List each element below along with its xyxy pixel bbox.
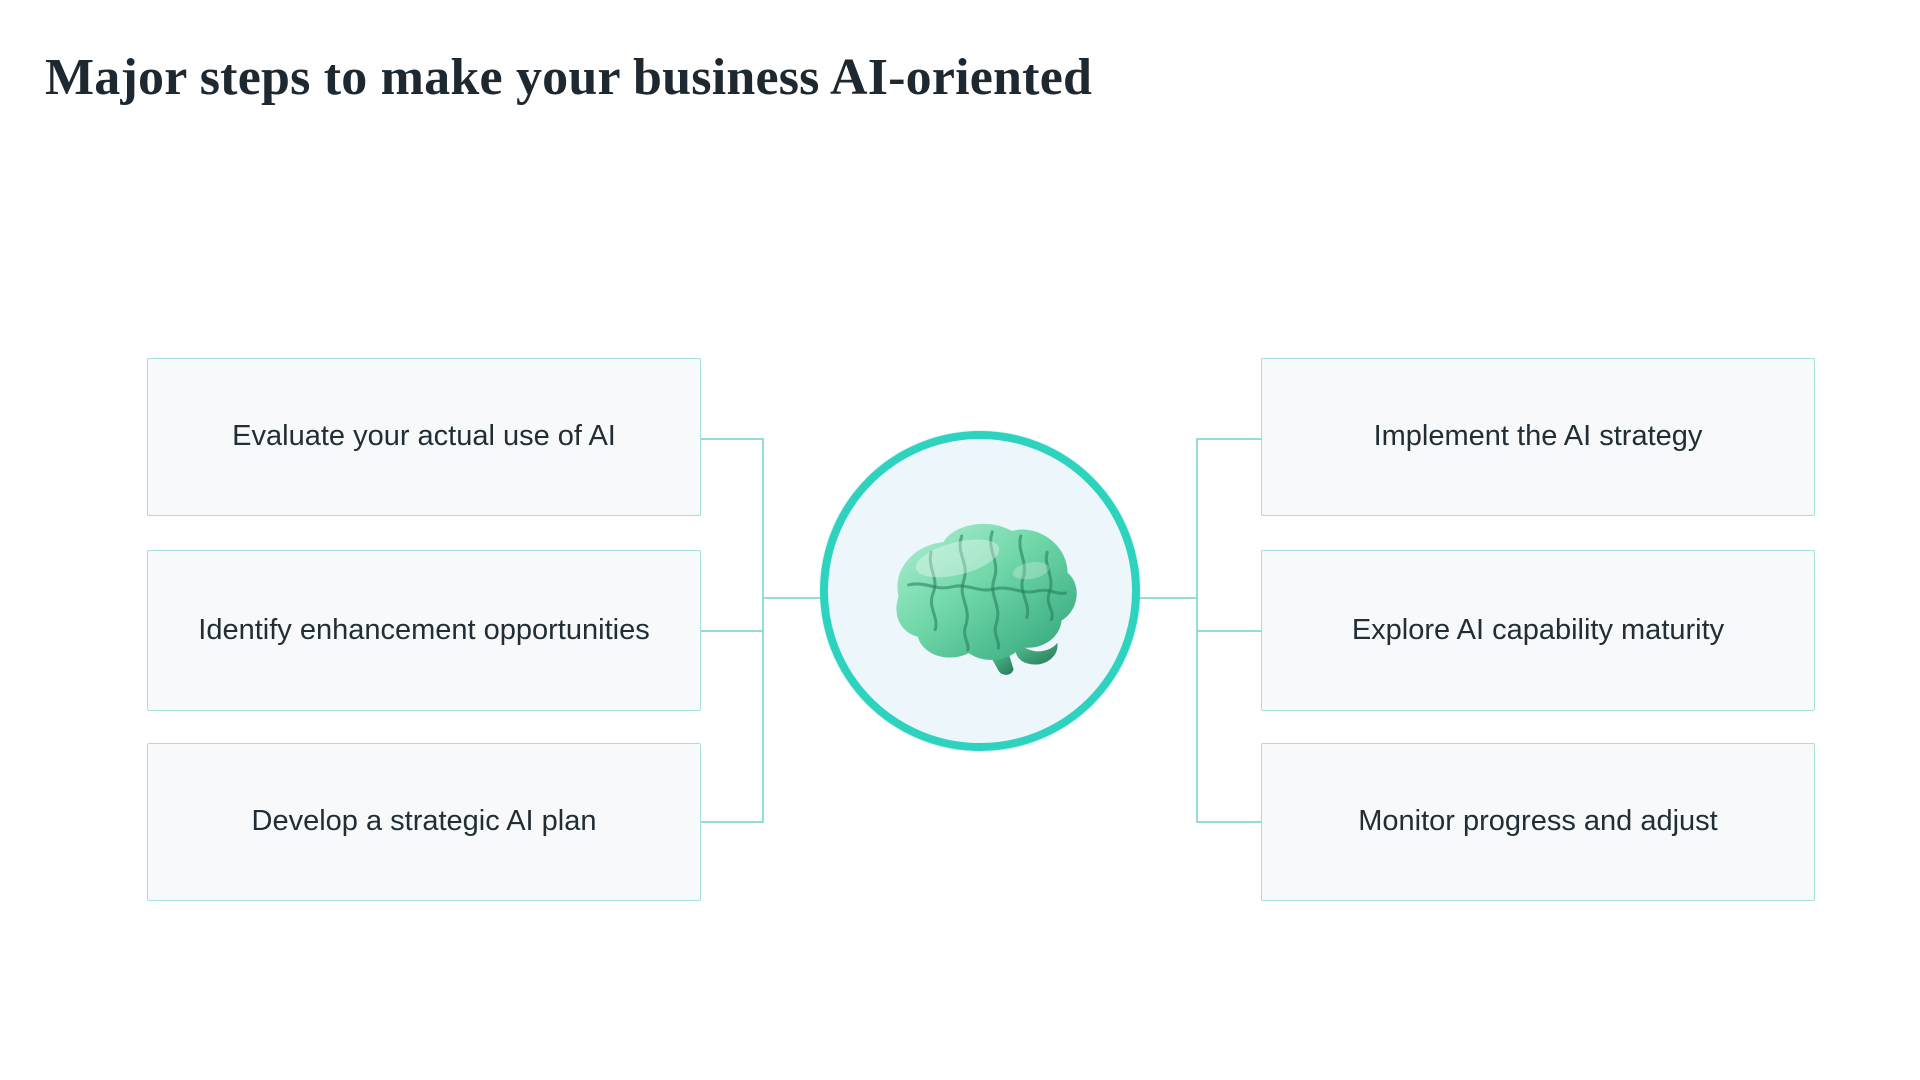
step-label: Develop a strategic AI plan xyxy=(251,805,597,838)
step-box-develop-ai-plan: Develop a strategic AI plan xyxy=(147,743,701,901)
step-box-evaluate-ai-use: Evaluate your actual use of AI xyxy=(147,358,701,516)
step-label: Identify enhancement opportunities xyxy=(198,613,650,646)
step-label: Evaluate your actual use of AI xyxy=(232,420,616,453)
step-box-monitor-progress: Monitor progress and adjust xyxy=(1261,743,1815,901)
brain-icon xyxy=(896,523,1077,675)
step-label: Monitor progress and adjust xyxy=(1358,805,1718,838)
step-box-identify-opportunities: Identify enhancement opportunities xyxy=(147,550,701,711)
center-circle xyxy=(820,431,1140,751)
step-box-implement-strategy: Implement the AI strategy xyxy=(1261,358,1815,516)
page-title: Major steps to make your business AI-ori… xyxy=(45,49,1093,106)
step-label: Implement the AI strategy xyxy=(1373,420,1703,453)
step-box-explore-maturity: Explore AI capability maturity xyxy=(1261,550,1815,711)
step-label: Explore AI capability maturity xyxy=(1351,613,1725,646)
